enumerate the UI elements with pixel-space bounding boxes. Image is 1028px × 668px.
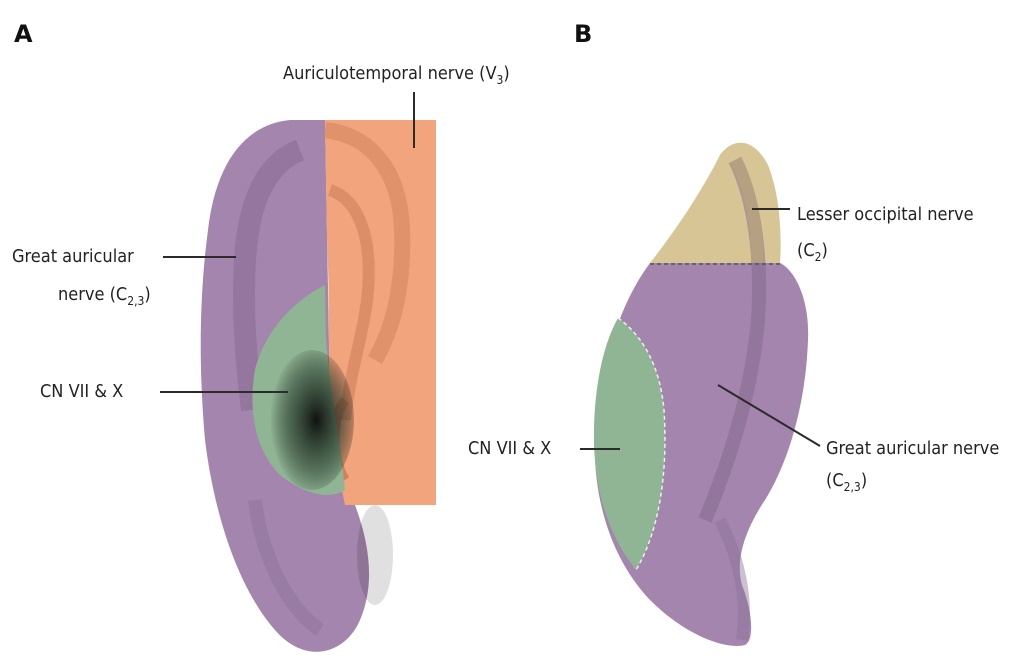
concha-shadow: [270, 350, 354, 490]
lesser-occipital-region: [650, 142, 781, 263]
lobule-shading-a: [248, 499, 325, 636]
svg-text:CN VII & X: CN VII & X: [468, 438, 551, 459]
helix-crest-orange: [323, 122, 411, 364]
svg-text:(C2): (C2): [797, 240, 828, 264]
ear-drop-shadow: [357, 505, 393, 605]
panel-b-letter: B: [574, 20, 592, 48]
svg-text:CN VII & X: CN VII & X: [40, 381, 123, 402]
helix-fold-shading-a: [232, 139, 305, 412]
ear-medial-view: [593, 142, 809, 646]
label-great-auricular-nerve-a: Great auricular nerve (C2,3): [12, 246, 236, 308]
cn-vii-x-region-b: [593, 318, 665, 570]
svg-text:Lesser occipital nerve: Lesser occipital nerve: [797, 204, 974, 225]
label-cn-vii-x-b: CN VII & X: [468, 438, 620, 459]
svg-text:nerve (C2,3): nerve (C2,3): [58, 284, 151, 308]
label-auriculotemporal-nerve: Auriculotemporal nerve (V3): [283, 63, 510, 148]
ear-lateral-view: [200, 120, 436, 652]
svg-text:(C2,3): (C2,3): [826, 470, 867, 494]
helix-ridge-tan: [729, 157, 764, 263]
svg-text:Great auricular nerve: Great auricular nerve: [826, 438, 999, 459]
boundary-cn-vii-x: [617, 317, 666, 571]
lobule-ridge-b: [714, 517, 750, 641]
svg-text:Great auricular: Great auricular: [12, 246, 134, 267]
label-great-auricular-nerve-b: Great auricular nerve (C2,3): [717, 384, 999, 494]
label-cn-vii-x-a: CN VII & X: [40, 381, 288, 402]
panel-a-letter: A: [14, 20, 33, 48]
label-lesser-occipital-nerve: Lesser occipital nerve (C2): [752, 204, 974, 264]
svg-text:Auriculotemporal nerve (V3): Auriculotemporal nerve (V3): [283, 63, 510, 87]
antihelix-orange: [327, 184, 375, 421]
